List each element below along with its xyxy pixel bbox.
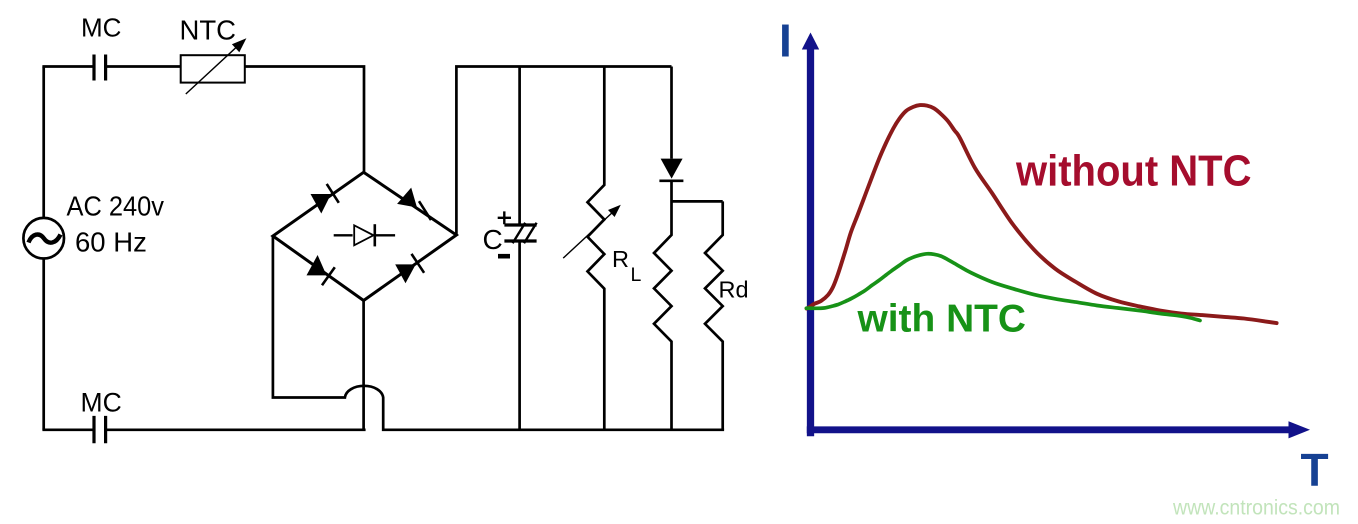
svg-text:with NTC: with NTC <box>856 298 1026 341</box>
svg-text:R: R <box>612 246 629 272</box>
svg-text:MC: MC <box>81 388 122 418</box>
svg-text:MC: MC <box>81 13 121 43</box>
svg-text:I: I <box>779 15 792 67</box>
svg-text:NTC: NTC <box>180 15 237 46</box>
svg-text:Rd: Rd <box>719 277 749 303</box>
svg-text:www.cntronics.com: www.cntronics.com <box>1172 496 1340 520</box>
svg-text:without NTC: without NTC <box>1015 147 1251 196</box>
svg-text:AC 240v: AC 240v <box>67 191 165 222</box>
svg-text:60 Hz: 60 Hz <box>75 227 147 258</box>
svg-text:L: L <box>631 264 642 286</box>
svg-text:C: C <box>483 224 503 255</box>
svg-text:T: T <box>1301 444 1329 496</box>
